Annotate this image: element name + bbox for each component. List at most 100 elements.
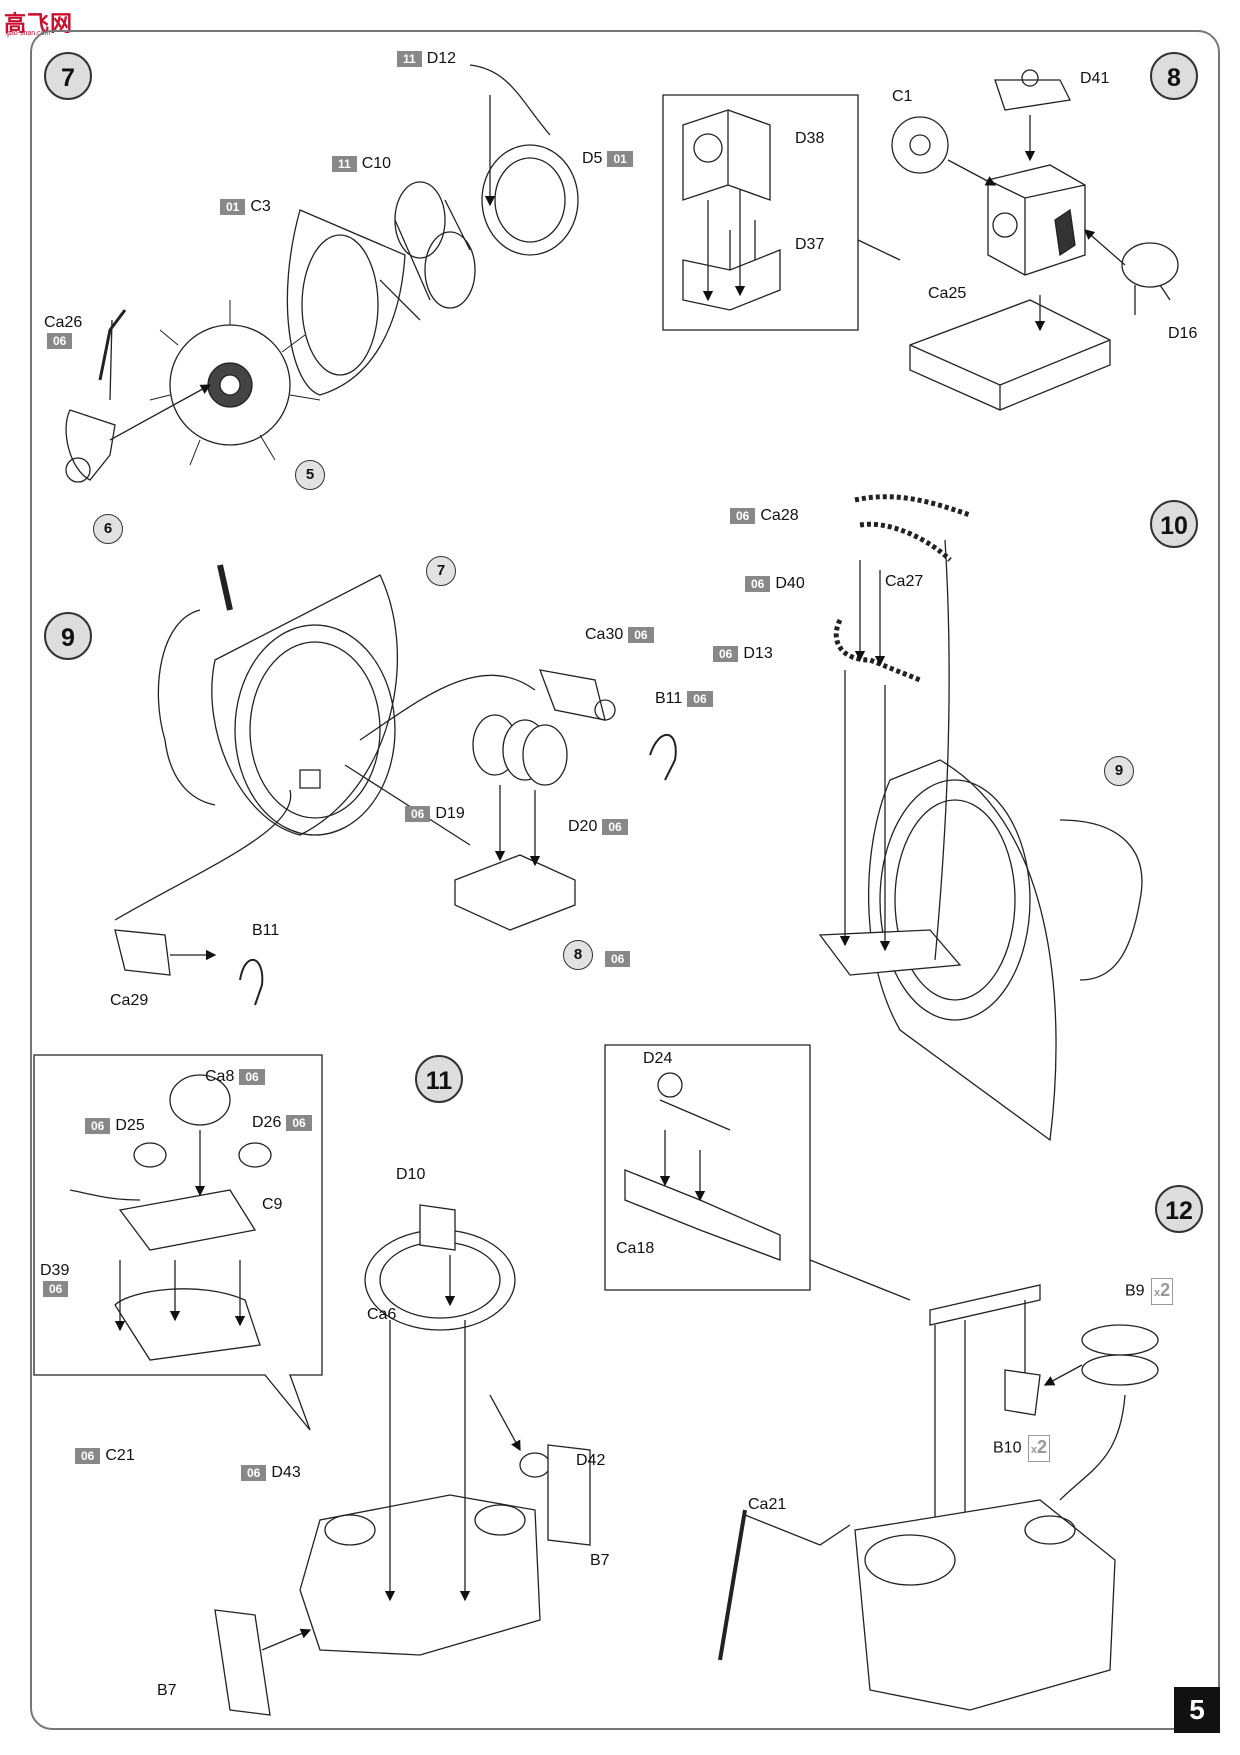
code-tag: 06 — [687, 690, 713, 707]
quantity-badge: x2 — [1151, 1278, 1174, 1305]
label-d37: D37 — [795, 236, 825, 253]
step12-drawing — [605, 1045, 1158, 1710]
label-ca29: Ca29 — [110, 992, 149, 1009]
step-12-number: 12 — [1155, 1185, 1203, 1233]
ref-9: 9 — [1104, 756, 1134, 786]
part-code: D40 — [775, 575, 805, 592]
code-tag: 06 — [85, 1117, 111, 1134]
code-tag: 06 — [730, 507, 756, 524]
code-tag: 06 — [286, 1114, 312, 1131]
code-tag: 06 — [605, 950, 631, 967]
code-tag: 06 — [745, 575, 771, 592]
label-ca21: Ca21 — [748, 1496, 787, 1513]
code-tag: 06 — [405, 805, 431, 822]
ref-7: 7 — [426, 556, 456, 586]
step10-drawing — [820, 497, 1142, 1140]
step-10-number: 10 — [1150, 500, 1198, 548]
label-ca27: Ca27 — [885, 573, 924, 590]
code-tag: 06 — [43, 1280, 69, 1297]
site-logo: 高飞网 gao-shan.com — [4, 6, 80, 38]
label-b11-left: B11 — [252, 922, 280, 939]
code-tag: 11 — [332, 155, 357, 172]
label-b10: B10 x2 — [993, 1435, 1051, 1462]
label-d24: D24 — [643, 1050, 673, 1067]
label-d38: D38 — [795, 130, 825, 147]
code-tag: 06 — [47, 332, 73, 349]
step11-drawing — [34, 1055, 590, 1715]
part-code: Ca26 — [44, 314, 83, 331]
label-ca6: Ca6 — [367, 1306, 397, 1323]
mult-value: 2 — [1037, 1437, 1048, 1457]
code-tag: 06 — [602, 818, 628, 835]
code-tag: 06 — [713, 645, 739, 662]
part-code: D43 — [271, 1464, 301, 1481]
step-8-number: 8 — [1150, 52, 1198, 100]
label-d16: D16 — [1168, 325, 1198, 342]
part-code: D5 — [582, 150, 603, 167]
code-tag: 06 — [628, 626, 654, 643]
label-c9: C9 — [262, 1196, 283, 1213]
ref-5: 5 — [295, 460, 325, 490]
part-code: D13 — [743, 645, 773, 662]
label-d42: D42 — [576, 1452, 606, 1469]
code-tag: 11 — [397, 50, 422, 67]
label-d41: D41 — [1080, 70, 1110, 87]
page-number: 5 — [1174, 1687, 1220, 1733]
part-code: D20 — [568, 818, 598, 835]
part-code: C10 — [361, 155, 392, 172]
part-code: D19 — [435, 805, 465, 822]
part-code: D12 — [426, 50, 457, 67]
part-code: B9 — [1125, 1282, 1145, 1300]
code-tag: 06 — [75, 1447, 101, 1464]
part-code: C21 — [105, 1447, 135, 1464]
label-ca18: Ca18 — [616, 1240, 655, 1257]
mult-prefix: x — [1030, 1444, 1038, 1456]
part-code: Ca8 — [205, 1068, 235, 1085]
label-b9: B9 x2 — [1125, 1278, 1174, 1305]
part-code: C3 — [250, 198, 271, 215]
site-logo-url: gao-shan.com — [6, 30, 51, 37]
step7-drawing — [66, 65, 578, 482]
label-b7-right: B7 — [590, 1552, 610, 1569]
code-tag: 01 — [220, 198, 246, 215]
label-ref8-tag: 06 — [600, 950, 635, 968]
label-b7-left: B7 — [157, 1682, 177, 1699]
step9-drawing — [115, 565, 676, 1005]
label-d10: D10 — [396, 1166, 426, 1183]
label-ca25: Ca25 — [928, 285, 967, 302]
step8-drawing — [663, 70, 1178, 410]
step-7-number: 7 — [44, 52, 92, 100]
part-code: B11 — [655, 690, 683, 707]
part-code: D26 — [252, 1114, 282, 1131]
step-9-number: 9 — [44, 612, 92, 660]
quantity-badge: x2 — [1027, 1435, 1051, 1462]
label-d39: D39 06 — [40, 1262, 73, 1298]
code-tag: 01 — [607, 150, 633, 167]
part-code: Ca28 — [760, 507, 799, 524]
mult-prefix: x — [1154, 1287, 1161, 1299]
step-11-number: 11 — [415, 1055, 463, 1103]
part-code: B10 — [993, 1439, 1022, 1457]
code-tag: 06 — [241, 1464, 267, 1481]
mult-value: 2 — [1160, 1280, 1171, 1300]
page-frame — [30, 30, 1220, 1730]
part-code: D25 — [115, 1117, 145, 1134]
label-c1: C1 — [892, 88, 913, 105]
